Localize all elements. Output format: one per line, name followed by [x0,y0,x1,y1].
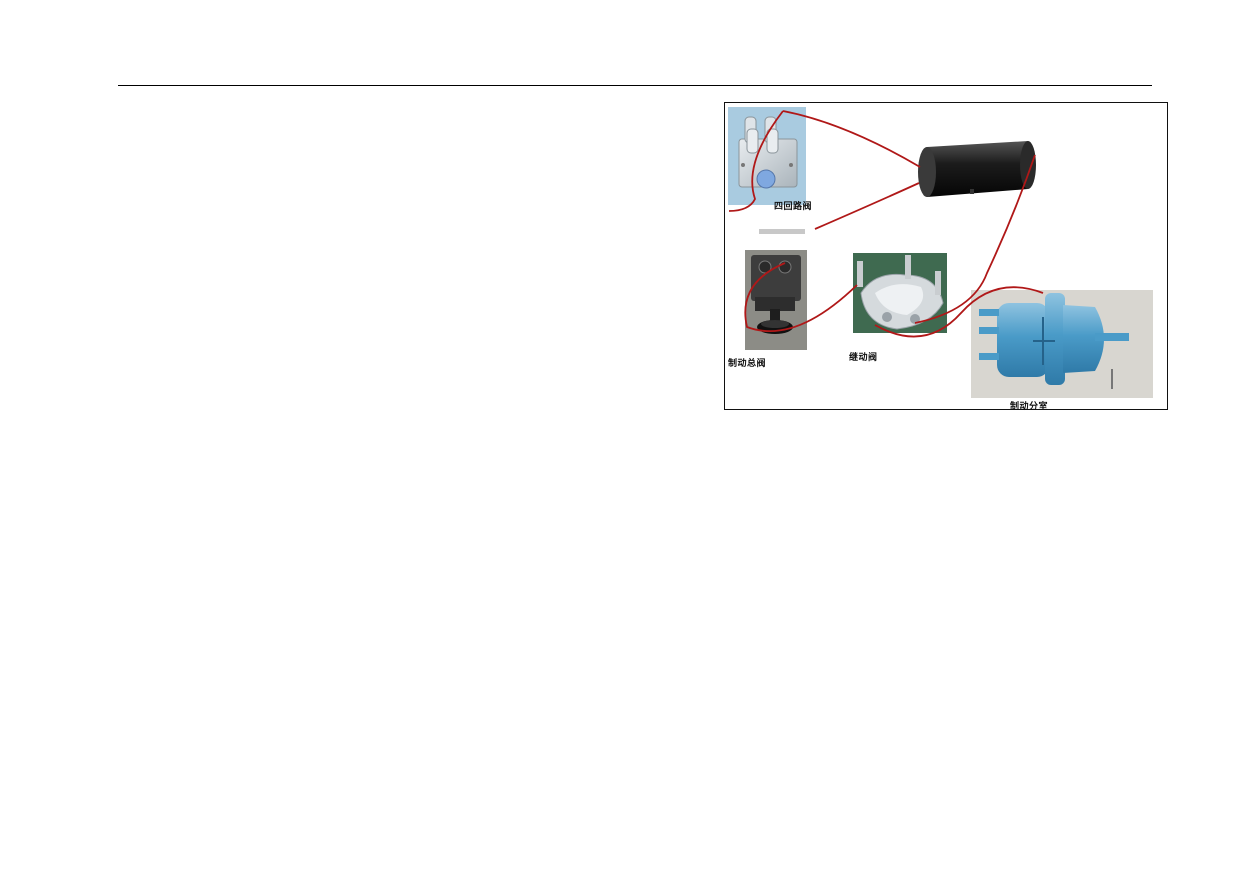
brake-system-figure: 四回路阀 制动总阀 继动阀 制动分室 [724,102,1168,412]
brake-master-valve-image [745,250,807,350]
air-line-valve-to-tank [782,110,921,168]
four-circuit-valve-image [728,107,806,234]
label-brake-chamber: 制动分室 [1010,402,1049,412]
air-line-master-to-relay [744,262,858,333]
brake-chamber-image [971,290,1153,398]
air-lines [728,110,1044,338]
label-four-circuit-valve: 四回路阀 [774,202,813,212]
air-line-tank-to-system [814,182,920,230]
air-line-relay-to-chamber [874,286,1044,338]
brake-diagram-drawing [728,107,1153,398]
header-rule [118,85,1152,86]
label-relay-valve: 继动阀 [849,353,878,363]
air-line-tank-to-relay [914,154,1036,324]
label-brake-master-valve: 制动总阀 [728,359,767,369]
air-line-valve-loop [728,110,784,212]
relay-valve-image [853,253,947,333]
air-tank-image [918,141,1036,197]
